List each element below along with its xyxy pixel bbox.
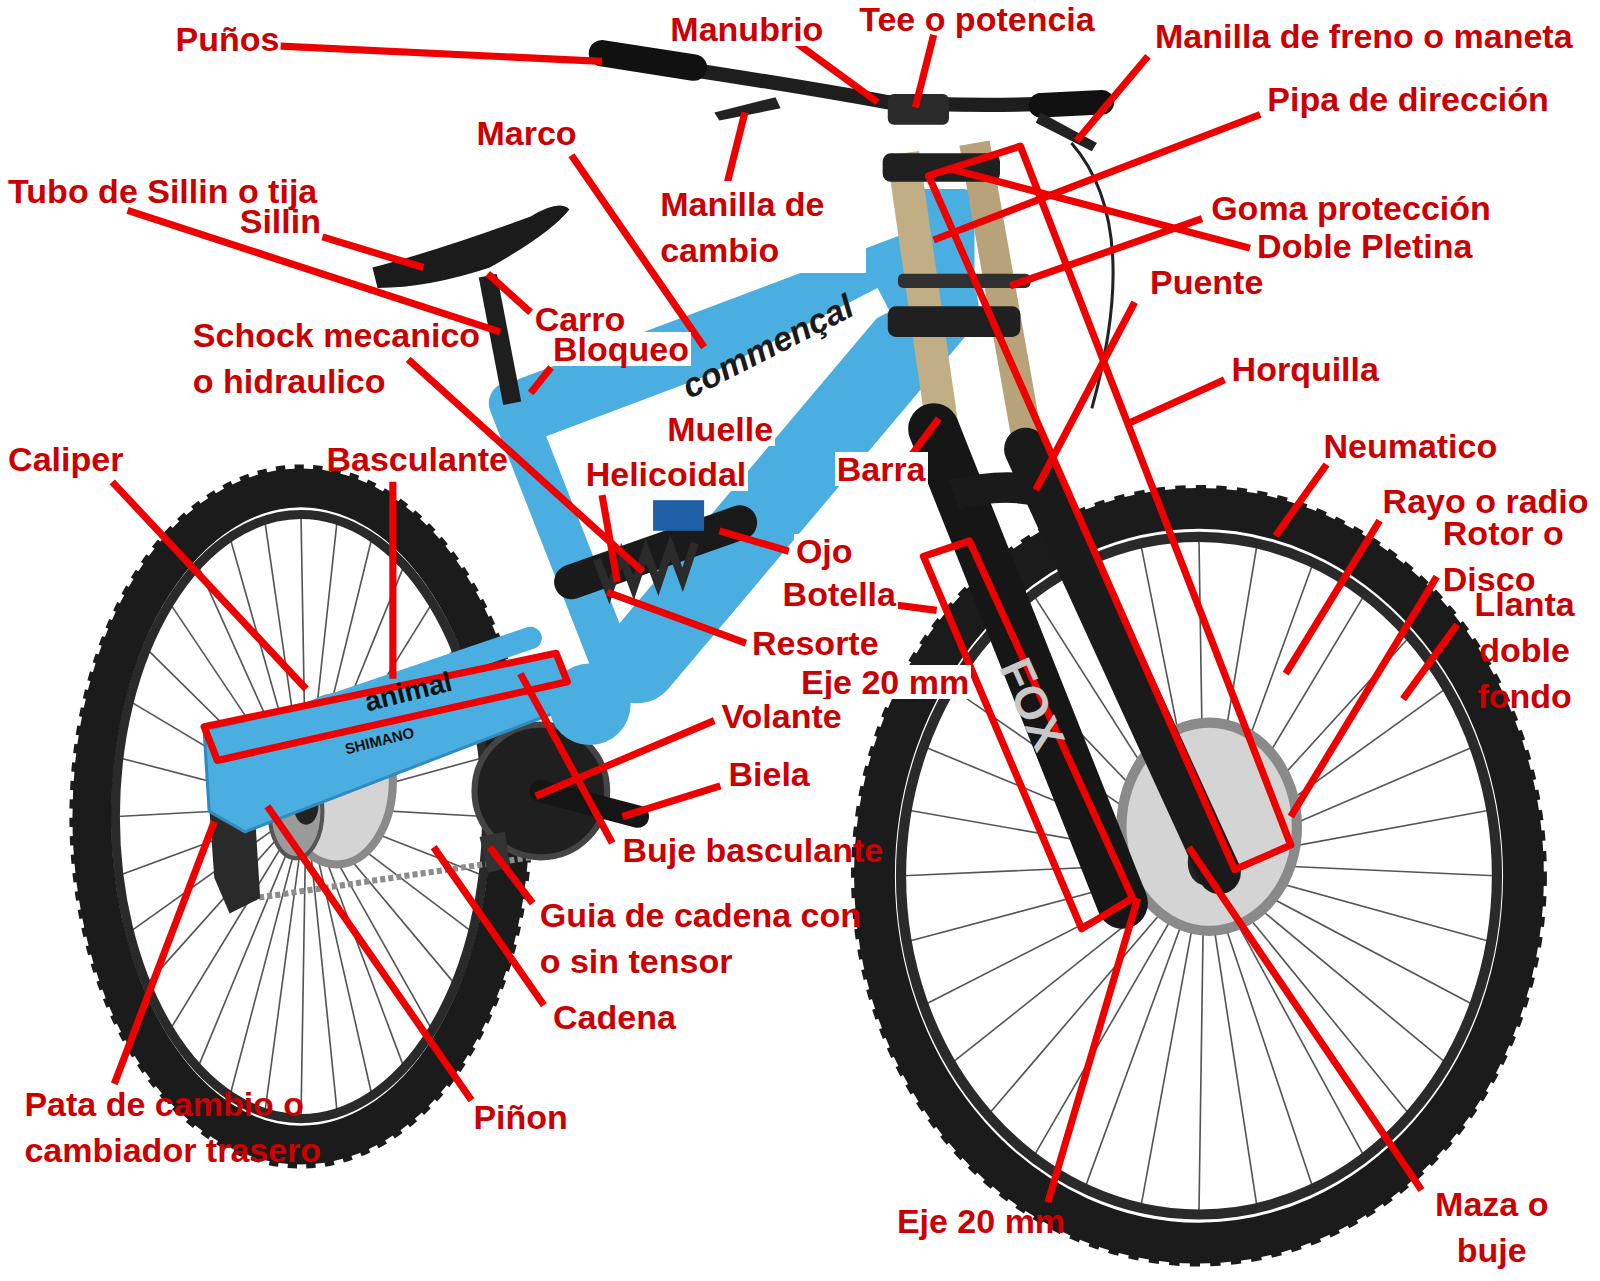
leader-line — [488, 274, 531, 313]
reservoir — [653, 500, 704, 531]
top-tube — [531, 260, 924, 408]
part-label: Cadena — [551, 1000, 678, 1034]
leader-line — [1077, 56, 1148, 141]
bracket — [204, 653, 567, 760]
part-label: Rayo o radio — [1381, 484, 1591, 518]
leader-line — [112, 482, 306, 689]
part-label: Maza o buje — [1423, 1181, 1560, 1273]
leader-line — [607, 592, 746, 643]
leader-line — [322, 237, 423, 268]
leader-line — [1403, 625, 1457, 699]
leader-line — [915, 35, 933, 107]
part-label: Puños — [173, 22, 281, 56]
part-label: Llanta doble fondo — [1455, 581, 1594, 719]
leader-line — [520, 674, 612, 843]
leader-line — [949, 169, 1250, 249]
part-label: Resorte — [750, 626, 881, 660]
tire — [92, 488, 510, 1145]
brand-logo: commençal — [675, 287, 859, 407]
part-label: Biela — [727, 757, 812, 791]
leader-line — [114, 822, 214, 1084]
saddle — [372, 206, 569, 288]
frame — [204, 189, 974, 832]
part-label: Piñon — [471, 1100, 569, 1134]
rim — [115, 514, 486, 1118]
leader-line — [1189, 847, 1422, 1190]
part-label: Sillin — [238, 204, 323, 238]
leader-line — [1276, 464, 1327, 535]
part-label: Puente — [1148, 265, 1265, 299]
leader-line — [389, 482, 396, 679]
part-label: Eje 20 mm — [895, 1204, 1067, 1238]
part-label: Schock mecanico o hidraulico — [191, 312, 501, 404]
part-label: Manilla de freno o maneta — [1153, 19, 1575, 53]
part-label: Bloqueo — [551, 332, 691, 366]
part-label: Barra — [835, 452, 928, 486]
part-label: Pipa de dirección — [1265, 82, 1551, 116]
leader-line — [1291, 577, 1437, 817]
leader-line — [1048, 898, 1138, 1202]
part-label: Pata de cambio o cambiador trasero — [22, 1081, 337, 1173]
lower-leg — [1026, 449, 1220, 872]
leader-line — [1286, 521, 1380, 674]
brand-logo: FOX — [989, 650, 1077, 758]
leader-line — [531, 368, 551, 394]
part-label: Buje basculante — [620, 833, 885, 867]
rear-shock — [571, 500, 739, 592]
part-label: Eje 20 mm — [799, 665, 971, 699]
tire-tread — [74, 470, 527, 1164]
part-label: Doble Pletina — [1255, 229, 1474, 263]
part-label: Manilla de cambio — [658, 181, 866, 273]
leader-line — [434, 847, 544, 1005]
part-label: Manubrio — [668, 12, 825, 46]
brake-lever — [714, 97, 780, 120]
part-label: Caliper — [6, 442, 125, 476]
part-label: Goma protección — [1209, 191, 1493, 225]
brand-logo: SHIMANO — [343, 724, 416, 758]
part-label: Ojo — [794, 534, 855, 568]
part-label: Helicoidal — [584, 457, 749, 491]
leader-line — [1036, 302, 1135, 490]
part-label: Tee o potencia — [857, 2, 1097, 36]
part-label: Tubo de Sillin o tija — [6, 174, 319, 208]
part-label: Marco — [474, 116, 578, 150]
rear-wheel — [74, 470, 527, 1164]
leader-line — [281, 46, 602, 61]
part-label: Basculante — [324, 442, 509, 476]
bracket — [923, 541, 1132, 929]
leader-line — [490, 847, 533, 903]
leader-line — [727, 112, 745, 185]
part-label: Botella — [781, 577, 898, 611]
bracket-outlines — [204, 146, 1291, 929]
grip — [1041, 102, 1102, 105]
part-label: Muelle — [665, 412, 775, 446]
part-label: Guia de cadena con o sin tensor — [538, 892, 884, 984]
part-label: Volante — [719, 699, 843, 733]
leader-line — [622, 786, 720, 817]
grip — [602, 53, 694, 67]
leader-line — [602, 495, 617, 582]
bracket — [929, 146, 1291, 869]
leader-line — [267, 806, 471, 1100]
part-label: Neumatico — [1321, 429, 1499, 463]
part-label: Horquilla — [1230, 352, 1381, 386]
leader-line — [1128, 380, 1225, 424]
leader-line — [791, 39, 878, 102]
brand-logo: animal — [361, 666, 455, 719]
leader-line — [719, 531, 788, 551]
